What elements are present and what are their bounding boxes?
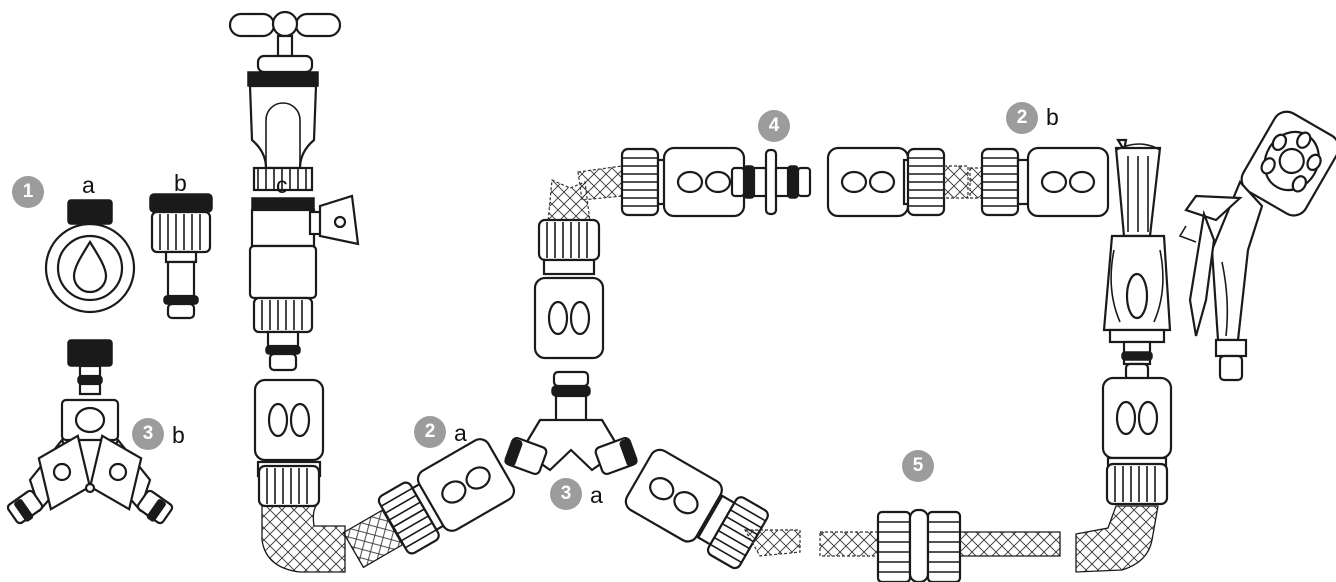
hose-repair-icon [819,508,1061,582]
hose-connector-icon [253,378,346,573]
label-b-2: b [1046,104,1059,130]
y-splitter-icon [504,370,638,476]
quick-connector-icon [342,434,519,569]
step-badge-2b: 2 [1006,102,1038,134]
step-badge-5: 5 [902,450,934,482]
label-c-connector: c [276,172,288,198]
hose-segment [743,529,801,557]
tap-adapter-icon [149,193,213,320]
label-b-adapter: b [174,170,187,196]
label-a-2: a [454,420,467,446]
step-badge-3b: 3 [132,418,164,450]
label-b-3: b [172,422,185,448]
quick-connector-icon [621,445,772,572]
hose-connector-icon [533,179,605,360]
step-badge-1: 1 [12,176,44,208]
y-splitter-icon [6,398,174,525]
spray-nozzle-icon [1102,138,1172,382]
quick-connector-icon [969,146,1110,218]
hose-connector-icon [1075,376,1173,573]
top-connector-row [577,146,969,218]
garden-tap-icon [228,10,342,192]
tap-connector-icon [248,194,360,372]
step-badge-4: 4 [758,110,790,142]
spray-gun-icon [1178,110,1336,382]
step-badge-2a: 2 [414,416,446,448]
label-a-3: a [590,482,603,508]
water-timer-icon [44,199,136,396]
label-a-timer: a [82,172,95,198]
step-badge-3a: 3 [550,478,582,510]
